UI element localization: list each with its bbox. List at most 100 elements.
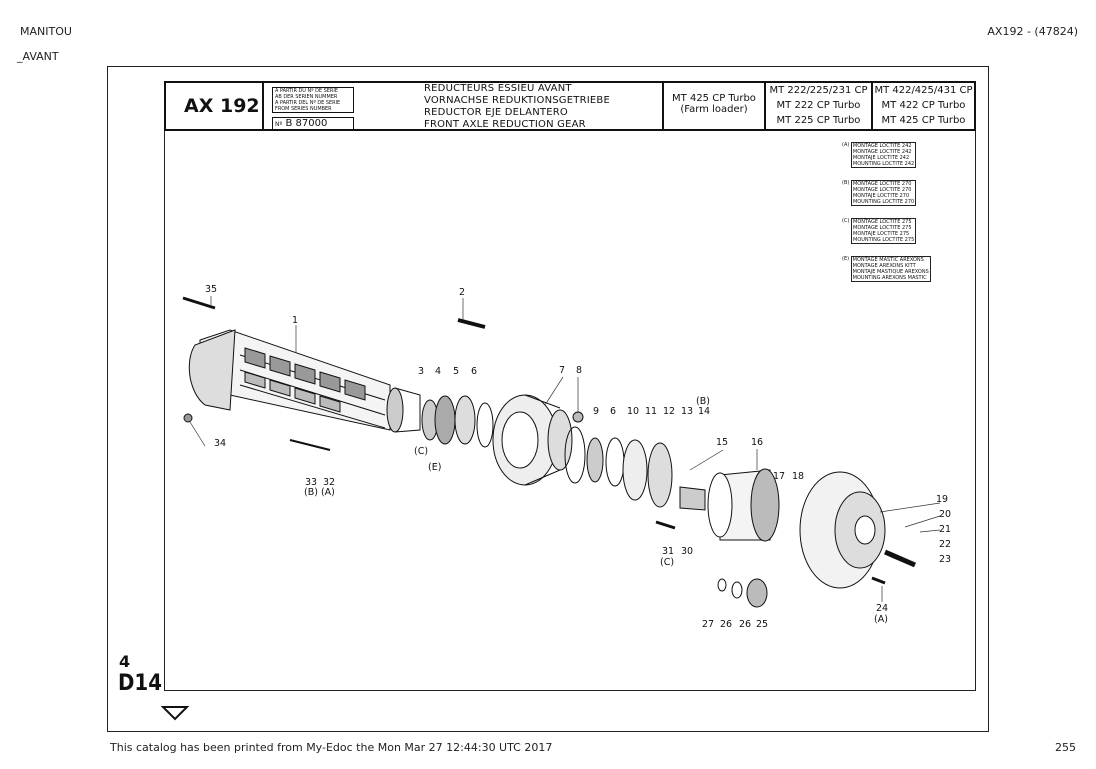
note-box: MONTAGE MASTIC AREXONS MONTAGE AREXONS K… [850,256,931,282]
callout: 22 [939,539,952,550]
subsection-name: _AVANT [17,50,59,63]
callout: (A) [874,614,888,625]
serial-line: A PARTIR DU Nº DE SERIE [275,88,338,94]
serial-line: A PARTIR DEL Nº DE SERIE [275,100,341,106]
model-line: (Farm loader) [680,104,748,115]
model-cell-c: MT 422/425/431 CP MT 422 CP Turbo MT 425… [873,81,976,131]
note-key: (A) [842,142,850,148]
note-e: (E) MONTAGE MASTIC AREXONS MONTAGE AREXO… [842,256,931,282]
callout: 21 [939,524,952,535]
callout: 35 [205,284,218,295]
callout: 34 [214,438,227,449]
page-marker-code: D14 [118,671,162,696]
note-line: MONTAGE LOCTITE 275 [853,219,912,225]
model-cell-b: MT 222/225/231 CP MT 222 CP Turbo MT 225… [766,81,873,131]
title-block: AX 192 A PARTIR DU Nº DE SERIE AB DER SE… [164,81,976,131]
exploded-view-frame [164,131,976,691]
page-marker-number: 4 [119,652,131,671]
model-line: MT 425 CP Turbo [881,115,966,126]
note-line: MONTAGE LOCTITE 275 [853,225,912,231]
title-es: REDUCTOR EJE DELANTERO [424,107,568,118]
brand-name: MANITOU [20,25,72,38]
callout: 6 [610,406,617,417]
bearings-and-rings [421,395,673,508]
callout: 13 [681,406,694,417]
model-cell-a: MT 425 CP Turbo (Farm loader) [662,81,766,131]
note-box: MONTAGE LOCTITE 275 MONTAGE LOCTITE 275 … [851,218,917,244]
callout: 33 [305,477,318,488]
model-line: MT 422/425/431 CP [874,85,973,96]
serial-line: FROM SERIES NUMBER [275,106,332,112]
note-line: MONTAGE LOCTITE 270 [852,187,912,193]
note-box: MONTAGE LOCTITE 242 MONTAGE LOCTITE 242 … [850,142,917,168]
note-line: MONTAGE LOCTITE 242 [852,149,912,155]
callout: 16 [751,437,764,448]
callout: 5 [453,366,460,377]
note-key: (C) [842,218,850,224]
axle-housing [188,329,421,433]
note-key: (E) [842,256,850,262]
callout: (B) (A) [304,487,335,498]
callout: 32 [323,477,336,488]
note-line: MOUNTING AREXONS MASTIC [852,275,927,281]
callout: 23 [939,554,952,565]
title-languages: REDUCTEURS ESSIEU AVANT VORNACHSE REDUKT… [362,81,662,131]
leader-lines [189,296,941,602]
reduction-housing [799,471,886,589]
callout: 14 [698,406,711,417]
callout: (C) [414,446,429,457]
note-line: MONTAGE LOCTITE 270 [852,181,912,187]
callout: (C) [660,557,675,568]
model-line: MT 222 CP Turbo [776,100,861,111]
note-line: MONTAJE MASTIQUE AREXONS [852,269,929,275]
callout: 19 [936,494,949,505]
note-line: MONTAJE LOCTITE 270 [852,193,910,199]
note-line: MONTAJE LOCTITE 242 [852,155,910,161]
callout: 26 [739,619,752,630]
note-line: MONTAGE LOCTITE 242 [852,143,912,149]
callout: 3 [418,366,425,377]
callout: 27 [702,619,715,630]
serial-prefix: Nº [275,121,283,128]
title-de: VORNACHSE REDUKTIONSGETRIEBE [424,95,610,106]
assembly-code-cell: AX 192 [164,81,264,131]
callout: 7 [559,365,566,376]
callout: 4 [435,366,442,377]
model-line: MT 422 CP Turbo [881,100,966,111]
note-line: MONTAGE AREXONS KITT [852,263,916,269]
note-box: MONTAGE LOCTITE 270 MONTAGE LOCTITE 270 … [850,180,917,206]
callout: 2 [459,287,466,298]
callout: 8 [576,365,583,376]
model-line: MT 225 CP Turbo [776,115,861,126]
note-a: (A) MONTAGE LOCTITE 242 MONTAGE LOCTITE … [842,142,917,168]
fasteners [182,296,916,608]
serial-number-box: Nº B 87000 [272,117,354,131]
note-c: (C) MONTAGE LOCTITE 275 MONTAGE LOCTITE … [842,218,917,244]
print-info: This catalog has been printed from My-Ed… [110,741,553,754]
callout: 25 [756,619,769,630]
catalog-reference: AX192 - (47824) [987,25,1078,38]
callout: 20 [939,509,952,520]
note-line: MOUNTING LOCTITE 270 [852,199,915,205]
callout: 15 [716,437,729,448]
callout: 24 [876,603,889,614]
note-b: (B) MONTAGE LOCTITE 270 MONTAGE LOCTITE … [842,180,917,206]
assembly-code: AX 192 [184,95,260,117]
callout: 17 [773,471,786,482]
note-line: MOUNTING LOCTITE 242 [852,161,915,167]
serial-line: AB DER SERIEN NUMMER [275,94,338,100]
callout: 26 [720,619,733,630]
callout: (B) [696,396,710,407]
note-line: MONTAJE LOCTITE 275 [853,231,910,237]
callout: 11 [645,406,658,417]
note-line: MONTAGE MASTIC AREXONS [852,257,924,263]
title-en: FRONT AXLE REDUCTION GEAR [424,119,586,130]
callout: 10 [627,406,640,417]
catalog-sheet [107,66,989,732]
callout: 9 [593,406,600,417]
wheel-hub [492,394,573,486]
title-fr: REDUCTEURS ESSIEU AVANT [424,83,572,94]
page-number: 255 [1055,741,1076,754]
callout: 12 [663,406,676,417]
